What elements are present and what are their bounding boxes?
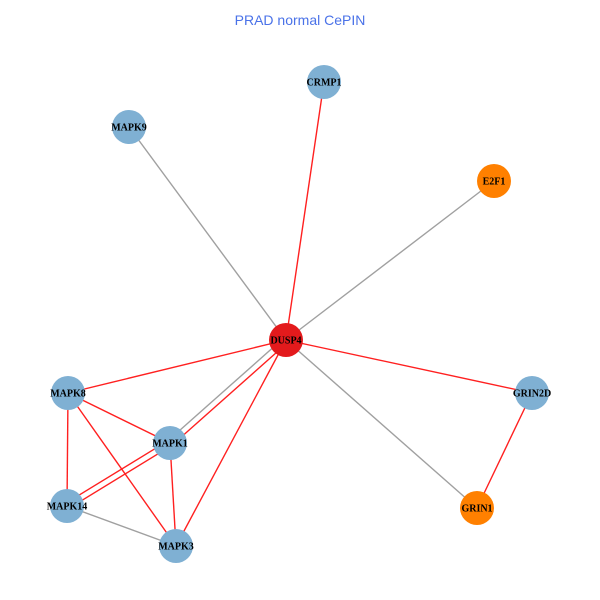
node-label: GRIN2D: [513, 388, 551, 399]
node-circle: [50, 489, 84, 523]
edge-dusp4-mapk3: [175, 339, 287, 547]
node-mapk1[interactable]: MAPK1: [152, 426, 188, 460]
edge-dusp4-e2f1: [285, 180, 495, 341]
node-mapk14[interactable]: MAPK14: [47, 489, 88, 523]
node-label: MAPK8: [50, 388, 86, 399]
node-mapk3[interactable]: MAPK3: [158, 529, 194, 563]
node-circle: [515, 376, 549, 410]
node-crmp1[interactable]: CRMP1: [307, 65, 342, 99]
node-label: E2F1: [483, 176, 506, 187]
node-mapk9[interactable]: MAPK9: [111, 110, 147, 144]
edge-dusp4-grin1: [285, 339, 478, 509]
node-e2f1[interactable]: E2F1: [477, 164, 511, 198]
diagram-title: PRAD normal CePIN: [234, 12, 366, 28]
node-circle: [153, 426, 187, 460]
edge-mapk14-mapk3: [66, 505, 177, 547]
node-label: MAPK14: [47, 501, 88, 512]
edge-grin2d-grin1: [476, 392, 533, 509]
node-label: CRMP1: [307, 77, 342, 88]
edge-dusp4-crmp1: [285, 81, 325, 341]
node-grin2d[interactable]: GRIN2D: [513, 376, 551, 410]
node-label: MAPK1: [152, 438, 188, 449]
node-circle: [51, 376, 85, 410]
node-circle: [112, 110, 146, 144]
node-label: GRIN1: [461, 503, 492, 514]
node-label: MAPK3: [158, 541, 194, 552]
edge-dusp4-mapk8: [67, 339, 287, 394]
edge-dusp4-mapk9: [128, 126, 287, 341]
edge-dusp4-mapk1: [171, 341, 289, 446]
edge-mapk8-mapk14: [66, 392, 69, 507]
node-dusp4[interactable]: DUSP4: [269, 323, 303, 357]
node-grin1[interactable]: GRIN1: [460, 491, 494, 525]
edge-mapk1-mapk14: [65, 439, 169, 505]
node-label: DUSP4: [270, 335, 301, 346]
node-circle: [269, 323, 303, 357]
node-circle: [159, 529, 193, 563]
node-mapk8[interactable]: MAPK8: [50, 376, 86, 410]
edge-mapk1-mapk14: [68, 444, 172, 510]
node-circle: [460, 491, 494, 525]
edge-mapk1-mapk3: [169, 442, 177, 547]
edge-dusp4-mapk1: [167, 337, 285, 442]
edge-mapk8-mapk1: [67, 392, 171, 444]
node-circle: [307, 65, 341, 99]
node-label: MAPK9: [111, 122, 147, 133]
node-circle: [477, 164, 511, 198]
edge-dusp4-grin2d: [285, 339, 533, 394]
